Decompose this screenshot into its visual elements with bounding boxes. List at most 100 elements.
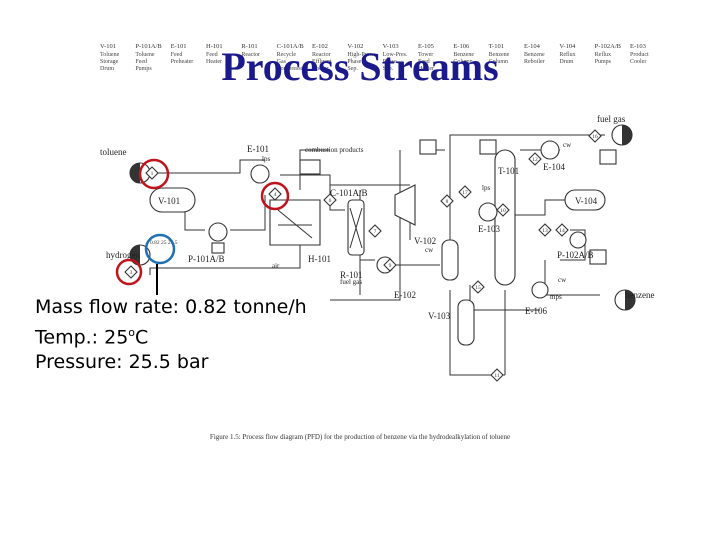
e103-exchanger xyxy=(478,202,498,222)
legend-abbr: E-103 xyxy=(630,43,646,50)
legend-desc: Feed xyxy=(171,52,183,58)
legend-abbr: P-102A/B xyxy=(595,43,622,50)
stream-marker-3: 3 xyxy=(124,265,138,279)
cw-label-1: cw xyxy=(563,141,572,149)
c101-label: C-101A/B xyxy=(330,188,368,198)
stream-info: Mass flow rate: 0.82 tonne/h Temp.: 25oC… xyxy=(35,295,313,378)
stream-marker-6: 6 xyxy=(323,193,337,207)
v102-label: V-102 xyxy=(414,236,436,246)
legend-abbr: V-103 xyxy=(383,43,399,50)
legend-desc: Low-Pres. xyxy=(383,52,408,58)
svg-text:10: 10 xyxy=(500,208,506,214)
stream-marker-17: 17 xyxy=(458,185,472,199)
e103-label: E-103 xyxy=(478,224,500,234)
legend-desc: Sep. xyxy=(383,66,394,72)
mps-label: mps xyxy=(550,293,562,301)
svg-text:1: 1 xyxy=(151,171,154,177)
pressure-text: Pressure: 25.5 bar xyxy=(35,351,209,374)
combustion-label: combustion products xyxy=(305,146,364,154)
v103-separator xyxy=(457,299,475,346)
stream-marker-15: 15 xyxy=(471,280,485,294)
e101-exchanger xyxy=(250,164,270,184)
legend-desc: Column xyxy=(489,59,508,65)
legend-desc: Preheater xyxy=(171,59,194,65)
air-label: air xyxy=(272,262,280,270)
p102-label: P-102A/B xyxy=(557,250,594,260)
legend-desc: Column xyxy=(453,59,472,65)
stream-marker-10: 10 xyxy=(496,203,510,217)
legend-abbr: T-101 xyxy=(489,43,504,50)
v101-label: V-101 xyxy=(158,196,180,206)
legend-desc: Pumps xyxy=(135,66,152,72)
legend-desc: Reflux xyxy=(595,51,611,58)
e106-exchanger xyxy=(531,281,549,299)
stream-marker-13: 13 xyxy=(538,223,552,237)
fuel-gas-label: fuel gas xyxy=(340,278,362,286)
lps-label-2: lps xyxy=(482,184,490,192)
e101-label: E-101 xyxy=(247,144,269,154)
highlight-heater-stream xyxy=(260,181,290,211)
legend-abbr: E-105 xyxy=(418,43,434,50)
legend-desc: Reflux xyxy=(559,51,575,58)
t101-label: T-101 xyxy=(498,166,519,176)
stream-marker-7: 7 xyxy=(368,224,382,238)
legend-desc: Reboiler xyxy=(524,59,545,65)
cw-label-3: cw xyxy=(558,276,567,284)
svg-text:16: 16 xyxy=(592,134,598,140)
legend-abbr: E-106 xyxy=(453,43,470,50)
legend-desc: Tower xyxy=(418,52,433,58)
h101-label: H-101 xyxy=(308,254,331,264)
equipment xyxy=(129,124,636,346)
figure-caption: Figure 1.5: Process flow diagram (PFD) f… xyxy=(209,433,511,441)
stream-marker-11: 11 xyxy=(490,368,504,382)
temperature-text: Temp.: 25oC xyxy=(35,326,149,349)
p101-pump xyxy=(208,222,228,242)
legend-desc: Toluene xyxy=(135,52,155,58)
cw-label-2: cw xyxy=(425,246,434,254)
legend-desc: Pumps xyxy=(595,59,612,65)
stream-marker-12: 12 xyxy=(528,152,542,166)
equipment-legend: V-101TolueneStorageDrumP-101A/BTolueneFe… xyxy=(100,43,649,72)
legend-desc: Cooler xyxy=(312,66,328,72)
v104-drum xyxy=(564,189,606,211)
legend-desc: Feed xyxy=(418,59,430,65)
r101-label: R-101 xyxy=(340,270,363,280)
legend-desc: Toluene xyxy=(100,52,120,58)
v103-label: V-103 xyxy=(428,311,451,321)
pipe-lines xyxy=(149,134,605,376)
highlight-hydrogen-stream xyxy=(115,258,143,286)
legend-abbr: E-104 xyxy=(524,43,541,50)
legend-desc: Reactor xyxy=(241,52,260,58)
stream-markers: 1 3 4 6 7 8 9 10 11 12 13 14 15 16 17 xyxy=(124,129,602,382)
svg-text:12: 12 xyxy=(532,157,538,163)
legend-desc: Benzene xyxy=(524,52,545,58)
v101-drum xyxy=(149,187,196,213)
v104-label: V-104 xyxy=(575,196,598,206)
legend-abbr: V-102 xyxy=(347,43,363,50)
svg-text:3: 3 xyxy=(130,270,133,276)
legend-desc: Feed xyxy=(206,52,218,58)
benzene-label: benzene xyxy=(625,290,654,300)
legend-desc: High-Pres. xyxy=(347,52,373,58)
stream-marker-4: 4 xyxy=(268,187,282,201)
p101-label: P-101A/B xyxy=(188,254,225,264)
e104-exchanger xyxy=(540,140,560,160)
legend-abbr: R-101 xyxy=(241,43,257,50)
legend-abbr: P-101A/B xyxy=(135,43,162,50)
fuel-gas-top-label: fuel gas xyxy=(597,114,626,124)
highlight-hydrogen-tag xyxy=(144,233,176,265)
legend-desc: Phase xyxy=(347,59,361,65)
legend-desc: Drum xyxy=(100,66,114,72)
legend-desc: Phase xyxy=(383,59,397,65)
legend-abbr: E-102 xyxy=(312,43,328,50)
